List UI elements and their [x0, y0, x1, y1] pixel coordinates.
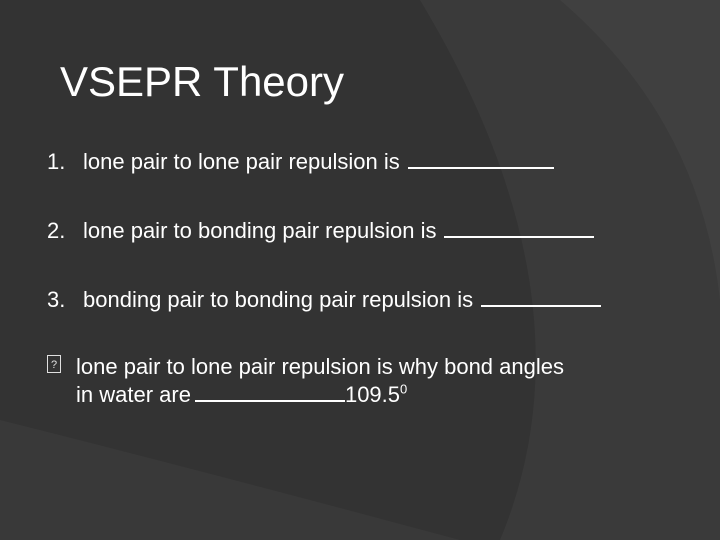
bullet-line-1: lone pair to lone pair repulsion is why … — [76, 354, 564, 379]
list-item-2: 2. lone pair to bonding pair repulsion is — [47, 217, 595, 245]
list-item-3: 3. bonding pair to bonding pair repulsion… — [47, 286, 602, 314]
list-item-number: 2. — [47, 218, 66, 243]
slide-title: VSEPR Theory — [60, 58, 345, 105]
list-item-number: 1. — [47, 149, 66, 174]
degree-superscript: 0 — [400, 381, 408, 397]
answer-blank — [194, 382, 345, 402]
answer-blank — [444, 218, 595, 238]
list-item-number: 3. — [47, 287, 66, 312]
bullet-line-2: in water are 109.50 — [76, 381, 676, 409]
list-item-text: bonding pair to bonding pair repulsion i… — [83, 287, 474, 312]
angle-value: 109.5 — [344, 382, 401, 407]
list-item-text: lone pair to lone pair repulsion is — [83, 149, 400, 174]
bullet-text: lone pair to lone pair repulsion is why … — [76, 353, 676, 409]
list-item-text: lone pair to bonding pair repulsion is — [83, 218, 437, 243]
bullet-icon: ? — [47, 355, 61, 373]
answer-blank — [407, 149, 554, 169]
bullet-line-2-prefix: in water are — [76, 382, 191, 407]
list-item-1: 1. lone pair to lone pair repulsion is — [47, 148, 554, 176]
answer-blank — [481, 287, 602, 307]
